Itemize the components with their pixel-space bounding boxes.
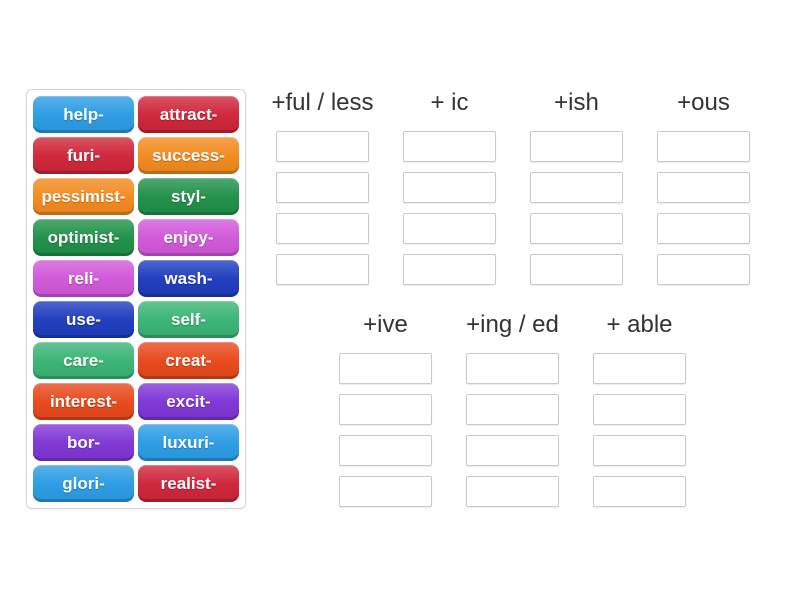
category-row-2: +ive +ing / ed + able bbox=[322, 310, 703, 507]
category-header: + ic bbox=[430, 89, 469, 116]
word-tile-label: luxuri- bbox=[162, 432, 215, 452]
category-slots bbox=[593, 353, 686, 507]
drop-slot[interactable] bbox=[657, 254, 750, 285]
category-ic: + ic bbox=[386, 88, 513, 285]
word-tile-label: excit- bbox=[166, 391, 211, 411]
category-header: +ish bbox=[554, 89, 599, 116]
word-tile-label: creat- bbox=[165, 350, 212, 370]
word-tile-creat[interactable]: creat- bbox=[138, 342, 239, 379]
drop-slot[interactable] bbox=[403, 172, 496, 203]
category-header: +ing / ed bbox=[466, 311, 559, 338]
word-tile-excit[interactable]: excit- bbox=[138, 383, 239, 420]
drop-slot[interactable] bbox=[339, 394, 432, 425]
word-tile-optimist[interactable]: optimist- bbox=[33, 219, 134, 256]
word-tile-label: care- bbox=[63, 350, 104, 370]
word-bank-panel: help- attract- furi- success- pessimist-… bbox=[26, 89, 246, 509]
drop-slot[interactable] bbox=[530, 254, 623, 285]
word-tile-luxuri[interactable]: luxuri- bbox=[138, 424, 239, 461]
drop-slot[interactable] bbox=[593, 435, 686, 466]
category-header: +ful / less bbox=[271, 89, 374, 116]
word-tile-pessimist[interactable]: pessimist- bbox=[33, 178, 134, 215]
word-tile-label: interest- bbox=[49, 391, 118, 411]
word-tile-label: self- bbox=[171, 309, 206, 329]
category-inged: +ing / ed bbox=[449, 310, 576, 507]
drop-slot[interactable] bbox=[530, 131, 623, 162]
category-slots bbox=[403, 131, 496, 285]
word-tile-use[interactable]: use- bbox=[33, 301, 134, 338]
category-able: + able bbox=[576, 310, 703, 507]
drop-slot[interactable] bbox=[593, 476, 686, 507]
drop-slot[interactable] bbox=[403, 254, 496, 285]
word-tile-label: realist- bbox=[160, 473, 217, 493]
word-tile-label: styl- bbox=[171, 186, 206, 206]
word-tile-success[interactable]: success- bbox=[138, 137, 239, 174]
category-slots bbox=[339, 353, 432, 507]
word-tile-label: attract- bbox=[159, 104, 218, 124]
category-slots bbox=[276, 131, 369, 285]
category-row-1: +ful / less + ic +ish +ous bbox=[259, 88, 767, 285]
word-tile-furi[interactable]: furi- bbox=[33, 137, 134, 174]
word-tile-attract[interactable]: attract- bbox=[138, 96, 239, 133]
drop-slot[interactable] bbox=[466, 353, 559, 384]
drop-slot[interactable] bbox=[403, 131, 496, 162]
word-tile-label: use- bbox=[66, 309, 101, 329]
drop-slot[interactable] bbox=[593, 353, 686, 384]
drop-slot[interactable] bbox=[657, 213, 750, 244]
word-tile-glori[interactable]: glori- bbox=[33, 465, 134, 502]
category-slots bbox=[530, 131, 623, 285]
word-tile-help[interactable]: help- bbox=[33, 96, 134, 133]
word-tile-label: optimist- bbox=[47, 227, 120, 247]
drop-slot[interactable] bbox=[657, 131, 750, 162]
drop-slot[interactable] bbox=[530, 213, 623, 244]
drop-slot[interactable] bbox=[466, 394, 559, 425]
drop-slot[interactable] bbox=[276, 254, 369, 285]
drop-slot[interactable] bbox=[466, 435, 559, 466]
drop-slot[interactable] bbox=[276, 213, 369, 244]
word-tile-reli[interactable]: reli- bbox=[33, 260, 134, 297]
drop-slot[interactable] bbox=[276, 172, 369, 203]
drop-slot[interactable] bbox=[657, 172, 750, 203]
word-tile-label: reli- bbox=[67, 268, 100, 288]
drop-slot[interactable] bbox=[339, 435, 432, 466]
category-ive: +ive bbox=[322, 310, 449, 507]
drop-slot[interactable] bbox=[593, 394, 686, 425]
word-tile-enjoy[interactable]: enjoy- bbox=[138, 219, 239, 256]
word-tile-label: success- bbox=[152, 145, 225, 165]
drop-slot[interactable] bbox=[276, 131, 369, 162]
word-tile-label: furi- bbox=[66, 145, 101, 165]
word-tile-interest[interactable]: interest- bbox=[33, 383, 134, 420]
word-tile-styl[interactable]: styl- bbox=[138, 178, 239, 215]
category-slots bbox=[657, 131, 750, 285]
category-header: +ive bbox=[363, 311, 408, 338]
word-tile-wash[interactable]: wash- bbox=[138, 260, 239, 297]
drop-slot[interactable] bbox=[339, 353, 432, 384]
drop-slot[interactable] bbox=[403, 213, 496, 244]
category-header: + able bbox=[606, 311, 673, 338]
word-tile-bor[interactable]: bor- bbox=[33, 424, 134, 461]
category-ous: +ous bbox=[640, 88, 767, 285]
category-fulless: +ful / less bbox=[259, 88, 386, 285]
category-ish: +ish bbox=[513, 88, 640, 285]
word-tile-label: wash- bbox=[164, 268, 213, 288]
word-tile-self[interactable]: self- bbox=[138, 301, 239, 338]
word-tile-care[interactable]: care- bbox=[33, 342, 134, 379]
word-tile-label: bor- bbox=[66, 432, 101, 452]
word-tile-label: help- bbox=[63, 104, 104, 124]
category-slots bbox=[466, 353, 559, 507]
word-tile-label: pessimist- bbox=[41, 186, 126, 206]
word-tile-realist[interactable]: realist- bbox=[138, 465, 239, 502]
drop-slot[interactable] bbox=[339, 476, 432, 507]
word-tile-label: enjoy- bbox=[163, 227, 214, 247]
category-header: +ous bbox=[677, 89, 730, 116]
drop-slot[interactable] bbox=[530, 172, 623, 203]
word-tile-label: glori- bbox=[62, 473, 105, 493]
drop-slot[interactable] bbox=[466, 476, 559, 507]
